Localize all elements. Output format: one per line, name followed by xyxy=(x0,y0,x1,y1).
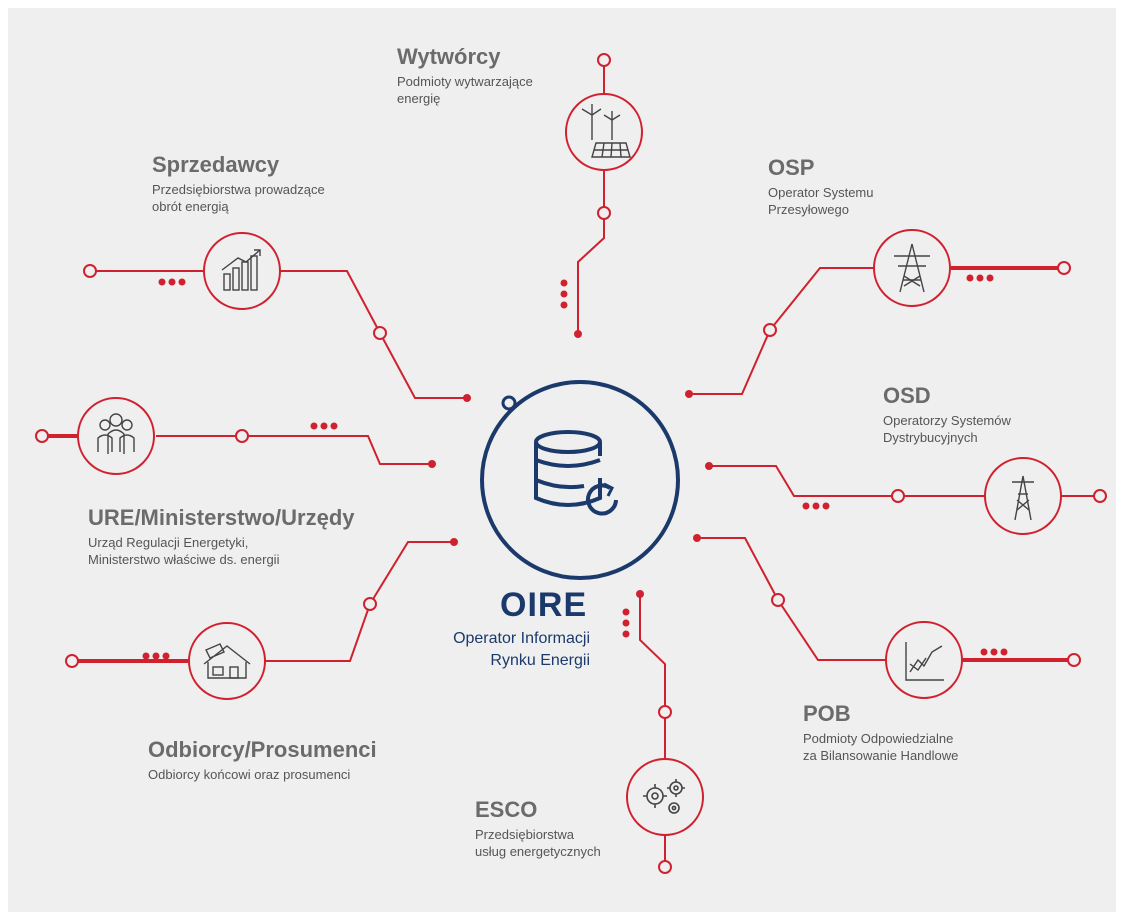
osp-end-node xyxy=(1057,261,1071,275)
node-esco-title: ESCO xyxy=(475,797,538,822)
node-odbiorcy: Odbiorcy/Prosumenci Odbiorcy końcowi ora… xyxy=(148,737,377,783)
node-pob-line2: za Bilansowanie Handlowe xyxy=(803,748,959,763)
node-osd-title: OSD xyxy=(883,383,931,408)
growth-chart-icon xyxy=(221,249,261,291)
gears-icon xyxy=(643,779,685,814)
node-wytworcy-line2: energię xyxy=(397,91,441,106)
node-ure-title: URE/Ministerstwo/Urzędy xyxy=(88,505,355,530)
node-sprzedawcy-line2: obrót energią xyxy=(152,199,229,214)
wind-solar-icon xyxy=(581,104,631,158)
node-ure-line1: Urząd Regulacji Energetyki, xyxy=(88,535,249,550)
pob-connector xyxy=(697,537,1074,661)
line-chart-icon xyxy=(905,642,944,681)
sprzedawcy-end-node xyxy=(83,264,97,278)
ure-end-node xyxy=(35,429,49,443)
node-wytworcy-title: Wytwórcy xyxy=(397,44,501,69)
node-wytworcy: Wytwórcy Podmioty wytwarzające energię xyxy=(397,44,533,107)
node-pob-title: POB xyxy=(803,701,851,726)
oire-subtitle-line1: Operator Informacji xyxy=(453,630,590,647)
node-osp-line2: Przesyłowego xyxy=(768,202,849,217)
node-pob: POB Podmioty Odpowiedzialne za Bilansowa… xyxy=(803,701,958,764)
osd-icon-circle xyxy=(984,457,1062,535)
database-sync-icon xyxy=(534,430,618,516)
node-osd-line2: Dystrybucyjnych xyxy=(883,430,978,445)
node-odbiorcy-title: Odbiorcy/Prosumenci xyxy=(148,737,377,762)
node-osp-line1: Operator Systemu xyxy=(768,185,874,200)
oire-subtitle-line2: Rynku Energii xyxy=(490,652,590,669)
node-sprzedawcy-title: Sprzedawcy xyxy=(152,152,280,177)
node-osd: OSD Operatorzy Systemów Dystrybucyjnych xyxy=(883,383,1011,446)
ellipsis-dots xyxy=(142,274,1008,660)
odbiorcy-icon-circle xyxy=(188,622,266,700)
oire-title: OIRE xyxy=(500,586,588,624)
node-osp: OSP Operator Systemu Przesyłowego xyxy=(768,155,874,218)
node-esco: ESCO Przedsiębiorstwa usług energetyczny… xyxy=(475,797,601,860)
oire-hub-node xyxy=(501,395,517,411)
node-sprzedawcy: Sprzedawcy Przedsiębiorstwa prowadzące o… xyxy=(152,152,325,215)
wytworcy-icon-circle xyxy=(565,93,643,171)
node-osp-title: OSP xyxy=(768,155,815,180)
node-odbiorcy-line1: Odbiorcy końcowi oraz prosumenci xyxy=(148,767,351,782)
osd-mid-node xyxy=(891,489,905,503)
osp-icon-circle xyxy=(873,229,951,307)
pob-end-node xyxy=(1067,653,1081,667)
osd-end-node xyxy=(1093,489,1107,503)
house-solar-icon xyxy=(203,643,251,679)
background-panel xyxy=(8,8,1116,912)
pylon-icon xyxy=(1012,475,1034,521)
osp-connector xyxy=(689,267,1064,395)
oire-subtitle: Operator Informacji Rynku Energii xyxy=(420,628,590,672)
odbiorcy-end-node xyxy=(65,654,79,668)
odbiorcy-mid-node xyxy=(363,597,377,611)
sprzedawcy-mid-node xyxy=(373,326,387,340)
sprzedawcy-connector xyxy=(92,270,467,399)
esco-end-node xyxy=(658,860,672,874)
wytworcy-end-node xyxy=(597,53,611,67)
node-ure: URE/Ministerstwo/Urzędy Urząd Regulacji … xyxy=(88,505,355,568)
osp-mid-node xyxy=(763,323,777,337)
ure-icon-circle xyxy=(77,397,155,475)
node-sprzedawcy-line1: Przedsiębiorstwa prowadzące xyxy=(152,182,325,197)
node-wytworcy-line1: Podmioty wytwarzające xyxy=(397,74,533,89)
transmission-tower-icon xyxy=(894,243,930,293)
node-esco-line2: usług energetycznych xyxy=(475,844,601,859)
node-pob-line1: Podmioty Odpowiedzialne xyxy=(803,731,954,746)
node-osd-line1: Operatorzy Systemów xyxy=(883,413,1011,428)
wytworcy-mid-node xyxy=(597,206,611,220)
people-group-icon xyxy=(97,413,135,454)
esco-mid-node xyxy=(658,705,672,719)
ure-mid-node xyxy=(235,429,249,443)
node-esco-line1: Przedsiębiorstwa xyxy=(475,827,574,842)
oire-hub-ring xyxy=(480,380,680,580)
esco-icon-circle xyxy=(626,758,704,836)
pob-mid-node xyxy=(771,593,785,607)
node-ure-line2: Ministerstwo właściwe ds. energii xyxy=(88,552,280,567)
